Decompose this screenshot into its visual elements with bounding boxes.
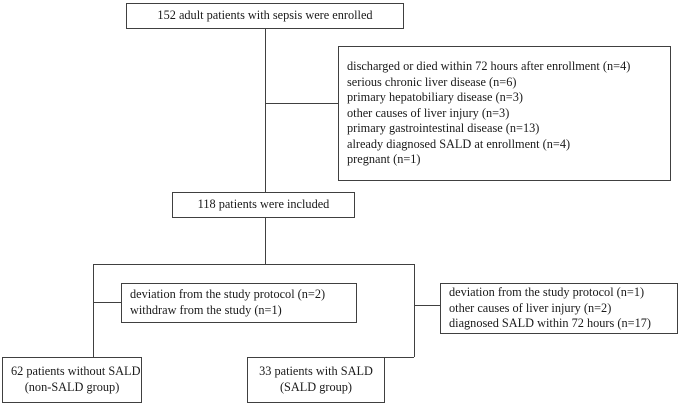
left-exclusions-line-1: deviation from the study protocol (n=2) [130, 287, 326, 302]
excluded-line-5: primary gastrointestinal disease (n=13) [347, 121, 540, 136]
excluded-line-2: serious chronic liver disease (n=6) [347, 74, 517, 89]
excluded-line-7: pregnant (n=1) [347, 152, 421, 167]
sald-group-line-2: (SALD group) [279, 380, 353, 394]
non-sald-group-line-1: 62 patients without SALD [11, 364, 141, 379]
connector-included-split-bar [93, 264, 414, 265]
node-non-sald-group: 62 patients without SALD (non-SALD group… [2, 357, 142, 403]
excluded-line-1: discharged or died within 72 hours after… [347, 58, 631, 73]
non-sald-group-line-2: (non-SALD group) [24, 380, 120, 394]
node-included-line-1: 118 patients were included [197, 197, 330, 212]
node-right-exclusions: deviation from the study protocol (n=1) … [440, 283, 678, 334]
connector-enrolled-to-included [265, 29, 266, 192]
connector-right-exclusions-stub [414, 305, 440, 306]
connector-left-branch [93, 264, 94, 357]
node-left-exclusions: deviation from the study protocol (n=2) … [121, 283, 357, 323]
excluded-line-6: already diagnosed SALD at enrollment (n=… [347, 136, 571, 151]
excluded-line-4: other causes of liver injury (n=3) [347, 105, 510, 120]
node-included: 118 patients were included [172, 192, 355, 218]
connector-enrolled-to-excluded [265, 103, 338, 104]
connector-right-branch [414, 264, 415, 357]
right-exclusions-line-2: other causes of liver injury (n=2) [449, 300, 612, 315]
connector-left-exclusions-stub [93, 302, 121, 303]
node-enrolled: 152 adult patients with sepsis were enro… [126, 3, 404, 29]
node-sald-group: 33 patients with SALD (SALD group) [247, 357, 385, 403]
left-exclusions-line-2: withdraw from the study (n=1) [130, 303, 282, 317]
right-exclusions-line-1: deviation from the study protocol (n=1) [449, 285, 645, 300]
right-exclusions-line-3: diagnosed SALD within 72 hours (n=17) [449, 316, 651, 331]
node-excluded-criteria: discharged or died within 72 hours after… [338, 46, 671, 181]
excluded-line-3: primary hepatobiliary disease (n=3) [347, 90, 523, 105]
sald-group-line-1: 33 patients with SALD [259, 364, 373, 379]
connector-included-stem [265, 218, 266, 264]
node-enrolled-line-1: 152 adult patients with sepsis were enro… [157, 8, 373, 23]
